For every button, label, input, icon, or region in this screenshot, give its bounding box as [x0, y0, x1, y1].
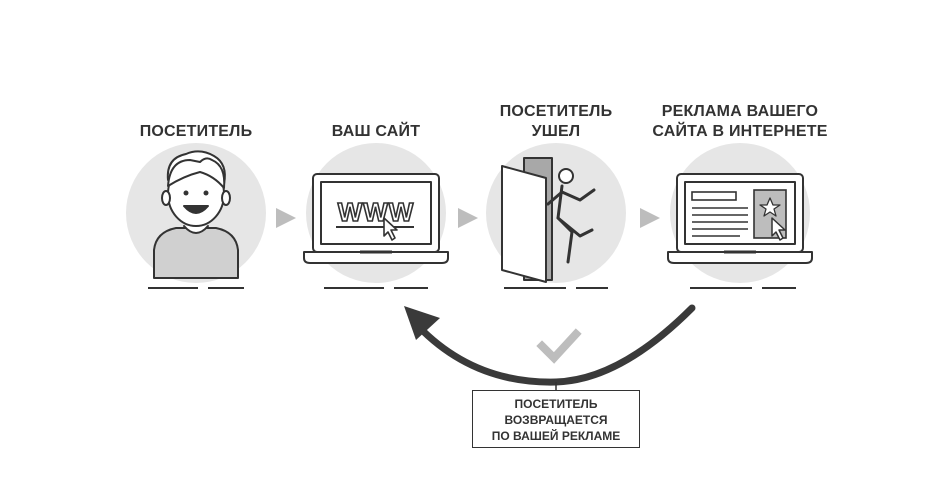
door-exit-icon: [501, 157, 596, 283]
star-icon: [759, 197, 781, 217]
return-caption-box: ПОСЕТИТЕЛЬ ВОЗВРАЩАЕТСЯ ПО ВАШЕЙ РЕКЛАМЕ: [472, 390, 640, 448]
return-arrow: [414, 304, 696, 386]
cursor-icon: [383, 217, 398, 241]
step-label-ad: РЕКЛАМА ВАШЕГО САЙТА В ИНТЕРНЕТЕ: [652, 103, 828, 140]
person-icon: [153, 150, 239, 279]
chevron-right-icon: [276, 208, 296, 228]
step-label-your-site: ВАШ САЙТ: [331, 123, 421, 140]
checkmark-icon: [536, 328, 582, 364]
cursor-icon: [771, 217, 786, 241]
step-label-visitor-left: ПОСЕТИТЕЛЬ УШЕЛ: [499, 103, 613, 140]
chevron-right-icon: [640, 208, 660, 228]
step-label-visitor: ПОСЕТИТЕЛЬ: [139, 123, 253, 140]
ad-content-lines: [691, 191, 748, 237]
laptop-www-icon: [303, 173, 449, 264]
www-text: WWW: [338, 197, 415, 227]
ad-banner: [753, 189, 787, 239]
arrow-head-icon: [404, 306, 440, 340]
laptop-ad-icon: [667, 173, 813, 264]
chevron-right-icon: [458, 208, 478, 228]
